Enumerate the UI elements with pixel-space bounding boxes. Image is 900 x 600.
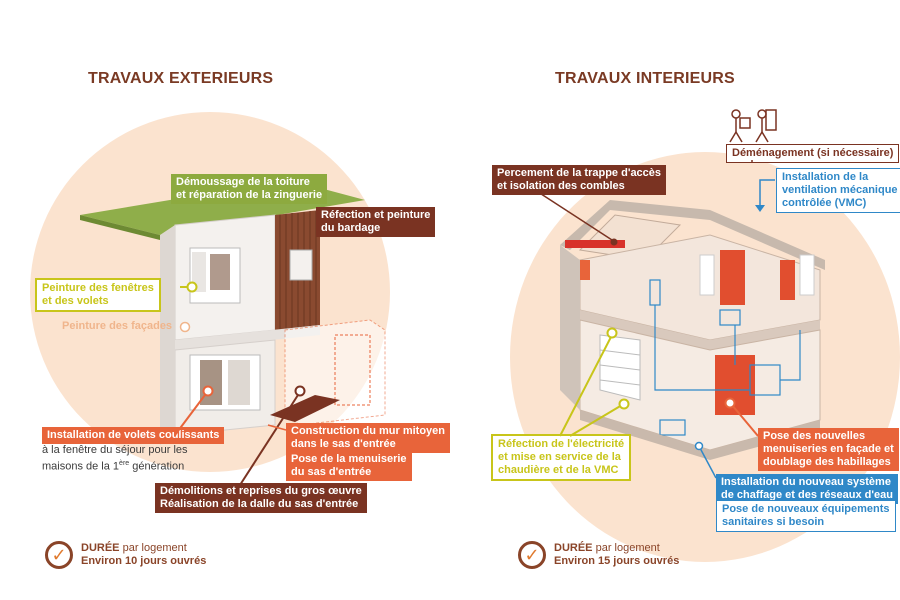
facades-marker-icon	[179, 321, 191, 333]
interior-network-lines	[649, 279, 801, 436]
exterior-cladding-window	[289, 249, 313, 281]
interior-upper-window	[720, 250, 745, 305]
moving-people-icon	[729, 109, 777, 143]
interior-house-illustration	[560, 200, 825, 460]
label-moving: Déménagement (si nécessaire)	[726, 144, 900, 163]
checkmark-icon: ✓	[518, 541, 546, 569]
label-facades: Peinture des façades	[62, 320, 173, 332]
checkmark-icon: ✓	[45, 541, 73, 569]
exterior-demolition-slab	[270, 395, 340, 422]
interior-title: TRAVAUX INTERIEURS	[555, 70, 735, 87]
interior-attic-insulation	[565, 240, 625, 248]
interior-duration: ✓ DURÉE par logement Environ 15 jours ou…	[518, 541, 679, 569]
exterior-duration: ✓ DURÉE par logement Environ 10 jours ou…	[45, 541, 206, 569]
exterior-title: TRAVAUX EXTERIEURS	[88, 70, 274, 87]
sliding-shutters-note: à la fenêtre du séjour pour les maisons …	[42, 444, 188, 473]
